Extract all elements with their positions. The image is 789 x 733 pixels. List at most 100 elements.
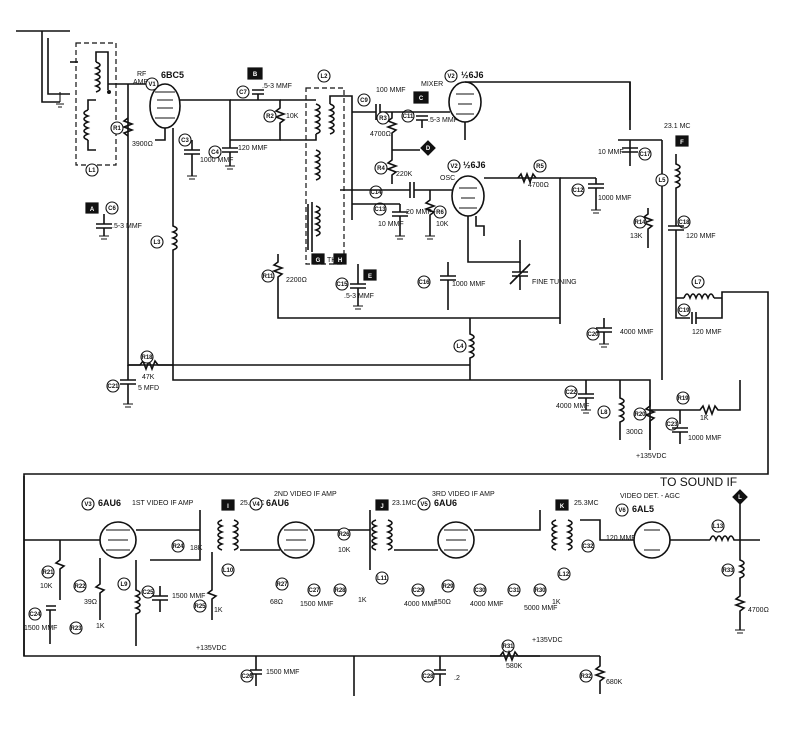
- svg-text:.5-3 MMF: .5-3 MMF: [112, 223, 142, 230]
- capacitor-c20: C20 4000 MMF: [586, 318, 653, 348]
- svg-text:L8: L8: [600, 410, 608, 416]
- capacitor-c25: C25 1500 MMF: [141, 585, 205, 612]
- svg-text:K: K: [560, 504, 565, 510]
- capacitor-c29: C29 4000 MMF: [404, 583, 437, 608]
- tube-v2-osc: V2 ½6J6 OSC: [440, 159, 486, 217]
- svg-text:2200Ω: 2200Ω: [286, 277, 307, 284]
- svg-text:1K: 1K: [700, 415, 709, 422]
- resistor-r11: R11 2200Ω: [261, 254, 560, 319]
- svg-text:13K: 13K: [630, 233, 643, 240]
- resistor-r25: R25 1K +135VDC: [193, 552, 227, 652]
- capacitor-c15: E C15 .5-3 MMF: [335, 264, 377, 310]
- svg-text:1ST VIDEO IF AMP: 1ST VIDEO IF AMP: [132, 500, 194, 507]
- svg-text:C12: C12: [572, 188, 584, 194]
- svg-text:C16: C16: [418, 280, 430, 286]
- svg-text:6BC5: 6BC5: [161, 70, 184, 80]
- svg-text:C18: C18: [678, 220, 690, 226]
- svg-text:FINE TUNING: FINE TUNING: [532, 279, 577, 286]
- resistor-r1: R1 3900Ω: [110, 117, 153, 148]
- agc-line-top: [127, 84, 470, 366]
- svg-text:C19: C19: [678, 308, 690, 314]
- resistor-r32: R32 680K: [579, 656, 623, 694]
- capacitor-c30: C30 4000 MMF: [470, 583, 503, 608]
- svg-text:39Ω: 39Ω: [84, 599, 97, 606]
- coil-l8: L8: [597, 380, 625, 440]
- svg-text:4700Ω: 4700Ω: [748, 607, 769, 614]
- svg-text:C7: C7: [239, 90, 247, 96]
- svg-text:R32: R32: [580, 674, 592, 680]
- svg-text:680K: 680K: [606, 679, 623, 686]
- svg-text:C4: C4: [211, 150, 219, 156]
- resistor-r28: R28 1K: [333, 583, 367, 604]
- svg-text:.2: .2: [454, 675, 460, 682]
- svg-text:120 MMF: 120 MMF: [692, 329, 722, 336]
- svg-text:G: G: [316, 258, 321, 264]
- svg-text:L: L: [738, 495, 742, 501]
- capacitor-c11: C C11 .5-3 MMF: [392, 91, 458, 128]
- svg-text:150Ω: 150Ω: [434, 599, 451, 606]
- resistor-r27: R27 68Ω: [270, 577, 289, 606]
- svg-text:23.1 MC: 23.1 MC: [664, 123, 690, 130]
- svg-text:C: C: [419, 96, 424, 102]
- svg-text:6AL5: 6AL5: [632, 504, 654, 514]
- svg-text:C31: C31: [508, 588, 520, 594]
- svg-text:R33: R33: [722, 568, 734, 574]
- transformer-t1: I 25.3MC L10: [217, 499, 265, 577]
- capacitor-c23: C23 1000 MMF: [665, 410, 721, 444]
- svg-text:1000 MMF: 1000 MMF: [688, 435, 721, 442]
- svg-text:580K: 580K: [506, 663, 523, 670]
- marker-l1: L1: [85, 163, 99, 177]
- svg-text:R29: R29: [442, 584, 454, 590]
- svg-text:10K: 10K: [436, 221, 449, 228]
- svg-text:C13: C13: [374, 207, 386, 213]
- svg-text:10K: 10K: [338, 547, 351, 554]
- capacitor-c6: A C6 .5-3 MMF: [85, 201, 142, 240]
- svg-text:1000 MMF: 1000 MMF: [452, 281, 485, 288]
- resistor-r21: R21 10K: [40, 540, 66, 600]
- svg-text:23.1MC: 23.1MC: [392, 500, 417, 507]
- l2-shield: [305, 87, 345, 265]
- svg-text:A: A: [90, 207, 95, 213]
- svg-text:I: I: [227, 504, 229, 510]
- svg-text:4700Ω: 4700Ω: [528, 182, 549, 189]
- svg-text:1500 MMF: 1500 MMF: [24, 625, 57, 632]
- svg-text:R21: R21: [42, 570, 54, 576]
- capacitor-c32: C32 120 MMF: [581, 535, 636, 553]
- svg-text:C30: C30: [474, 588, 486, 594]
- svg-text:4000 MMF: 4000 MMF: [620, 329, 653, 336]
- svg-text:J: J: [380, 504, 383, 510]
- coil-l13: L13: [709, 519, 760, 543]
- svg-text:1K: 1K: [358, 597, 367, 604]
- svg-text:5000 MMF: 5000 MMF: [524, 605, 557, 612]
- svg-text:R20: R20: [634, 412, 646, 418]
- transformer-t3: K 25.3MC L12: [551, 499, 599, 581]
- svg-text:VIDEO DET. - AGC: VIDEO DET. - AGC: [620, 493, 680, 500]
- svg-text:C15: C15: [336, 282, 348, 288]
- coil-l5: L5: [655, 154, 681, 206]
- svg-text:C32: C32: [582, 544, 594, 550]
- resistor-r24: R24 18K: [171, 539, 203, 553]
- svg-text:R26: R26: [338, 532, 350, 538]
- svg-text:5 MFD: 5 MFD: [138, 385, 159, 392]
- svg-text:V1: V1: [148, 82, 156, 88]
- resistor-r5: R5 4700Ω: [517, 159, 549, 189]
- svg-text:1500 MMF: 1500 MMF: [266, 669, 299, 676]
- tube-v3-6au6: V3 6AU6 1ST VIDEO IF AMP: [81, 497, 194, 559]
- svg-text:R4: R4: [377, 166, 385, 172]
- marker-d: D: [420, 140, 436, 156]
- svg-text:R2: R2: [266, 114, 274, 120]
- svg-text:C11: C11: [403, 114, 414, 120]
- svg-text:V3: V3: [84, 502, 92, 508]
- svg-text:L9: L9: [120, 582, 128, 588]
- svg-text:C23: C23: [666, 422, 678, 428]
- svg-text:6AU6: 6AU6: [98, 498, 121, 508]
- svg-text:120 MMF: 120 MMF: [606, 535, 636, 542]
- svg-text:L3: L3: [153, 240, 161, 246]
- svg-text:1000 MMF: 1000 MMF: [200, 157, 233, 164]
- svg-text:R3: R3: [379, 116, 387, 122]
- resistor-r29: R29 150Ω: [434, 579, 455, 606]
- marker-l2: L2: [317, 69, 331, 83]
- svg-text:C6: C6: [108, 206, 116, 212]
- capacitor-c31: C31 5000 MMF: [507, 583, 557, 612]
